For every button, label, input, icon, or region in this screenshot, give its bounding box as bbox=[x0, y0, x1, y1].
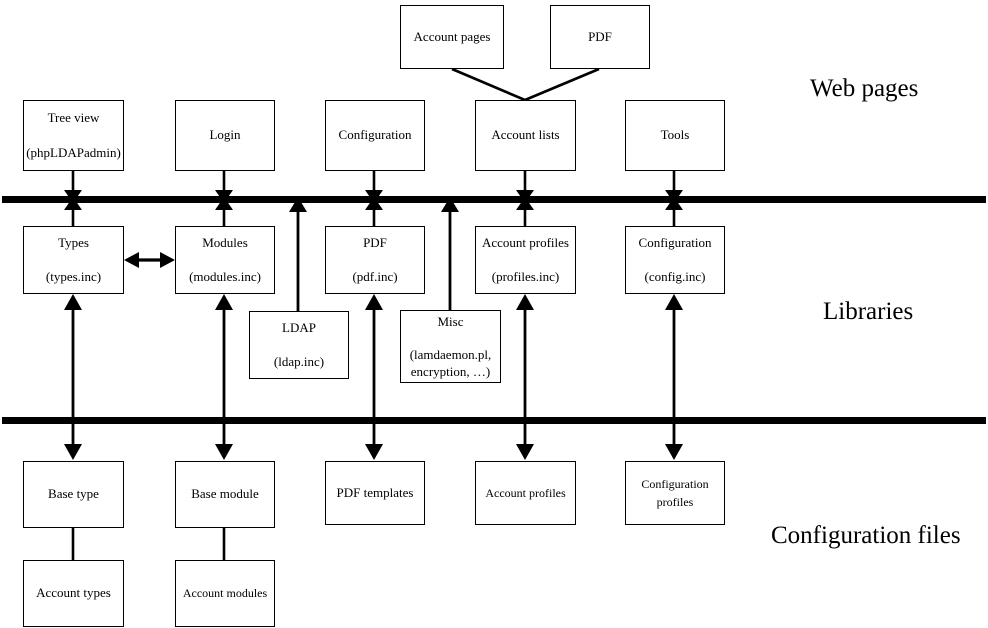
node-base-type[interactable]: Base type bbox=[23, 461, 124, 528]
node-login[interactable]: Login bbox=[175, 100, 275, 171]
node-label: Tools bbox=[660, 127, 690, 143]
connectors-bar-bottom-to-configfiles bbox=[64, 420, 683, 460]
node-label: Account profiles bbox=[485, 485, 566, 500]
connector-types-modules-bidirectional bbox=[124, 252, 175, 268]
node-account-pages[interactable]: Account pages bbox=[400, 5, 504, 69]
node-label: Account types bbox=[36, 585, 111, 601]
node-configuration-lib[interactable]: Configuration (config.inc) bbox=[625, 226, 725, 294]
node-tools[interactable]: Tools bbox=[625, 100, 725, 171]
connectors-ldap-misc-to-bar-top bbox=[289, 197, 459, 311]
node-account-modules[interactable]: Account modules bbox=[175, 560, 275, 627]
connectors-bar-bottom-to-libraries bbox=[64, 294, 683, 420]
node-tree-view[interactable]: Tree view (phpLDAPadmin) bbox=[23, 100, 124, 171]
connector-account-pages-to-account-lists bbox=[451, 67, 526, 102]
node-label: PDF bbox=[588, 28, 612, 44]
node-sublabel: profiles bbox=[656, 494, 694, 509]
node-sublabel: (types.inc) bbox=[45, 269, 102, 284]
node-account-profiles-files[interactable]: Account profiles bbox=[475, 461, 576, 525]
separator-web-libraries bbox=[2, 196, 986, 203]
node-label: PDF bbox=[363, 234, 387, 250]
node-sublabel: (phpLDAPadmin) bbox=[26, 144, 121, 160]
node-sublabel: (profiles.inc) bbox=[491, 269, 560, 284]
node-configuration-page[interactable]: Configuration bbox=[325, 100, 425, 171]
node-label: Account pages bbox=[413, 28, 491, 44]
node-label: Modules bbox=[202, 234, 248, 250]
node-label: Base module bbox=[191, 486, 259, 502]
node-account-profiles-lib[interactable]: Account profiles (profiles.inc) bbox=[475, 226, 576, 294]
node-label: Tree view bbox=[47, 110, 100, 126]
connectors-libraries-to-bar-top bbox=[64, 197, 683, 226]
node-configuration-profiles[interactable]: Configuration profiles bbox=[625, 461, 725, 525]
node-types-lib[interactable]: Types (types.inc) bbox=[23, 226, 124, 294]
node-sublabel: (lamdaemon.pl, encryption, …) bbox=[409, 347, 492, 379]
node-label: Account modules bbox=[182, 586, 268, 600]
node-label: Account lists bbox=[491, 127, 560, 143]
node-label: Account profiles bbox=[481, 234, 569, 250]
band-label-web-pages: Web pages bbox=[810, 75, 919, 102]
node-sublabel: (ldap.inc) bbox=[273, 354, 325, 369]
node-label: Configuration bbox=[641, 476, 709, 491]
node-sublabel: (config.inc) bbox=[644, 269, 706, 284]
node-sublabel: (modules.inc) bbox=[189, 269, 261, 284]
connectors-base-to-account bbox=[71, 528, 226, 561]
node-misc-lib[interactable]: Misc (lamdaemon.pl, encryption, …) bbox=[400, 310, 501, 383]
band-label-configuration-files: Configuration files bbox=[771, 522, 961, 549]
node-modules-lib[interactable]: Modules (modules.inc) bbox=[175, 226, 275, 294]
node-label: Login bbox=[209, 127, 241, 143]
node-label: PDF templates bbox=[336, 484, 414, 500]
node-pdf-templates[interactable]: PDF templates bbox=[325, 461, 425, 525]
node-account-types[interactable]: Account types bbox=[23, 560, 124, 627]
node-label: Types bbox=[58, 234, 89, 250]
node-pdf-source[interactable]: PDF bbox=[550, 5, 650, 69]
connector-pdf-to-account-lists bbox=[524, 67, 600, 102]
node-ldap-lib[interactable]: LDAP (ldap.inc) bbox=[249, 311, 349, 379]
node-sublabel: (pdf.inc) bbox=[352, 269, 398, 284]
node-label: LDAP bbox=[282, 319, 316, 335]
separator-libraries-config bbox=[2, 417, 986, 424]
node-pdf-lib[interactable]: PDF (pdf.inc) bbox=[325, 226, 425, 294]
node-account-lists[interactable]: Account lists bbox=[475, 100, 576, 171]
band-label-libraries: Libraries bbox=[823, 298, 914, 325]
node-label: Base type bbox=[48, 486, 99, 502]
node-label: Configuration bbox=[638, 234, 712, 250]
node-base-module[interactable]: Base module bbox=[175, 461, 275, 528]
node-label: Misc bbox=[437, 314, 464, 329]
node-label: Configuration bbox=[338, 127, 412, 143]
